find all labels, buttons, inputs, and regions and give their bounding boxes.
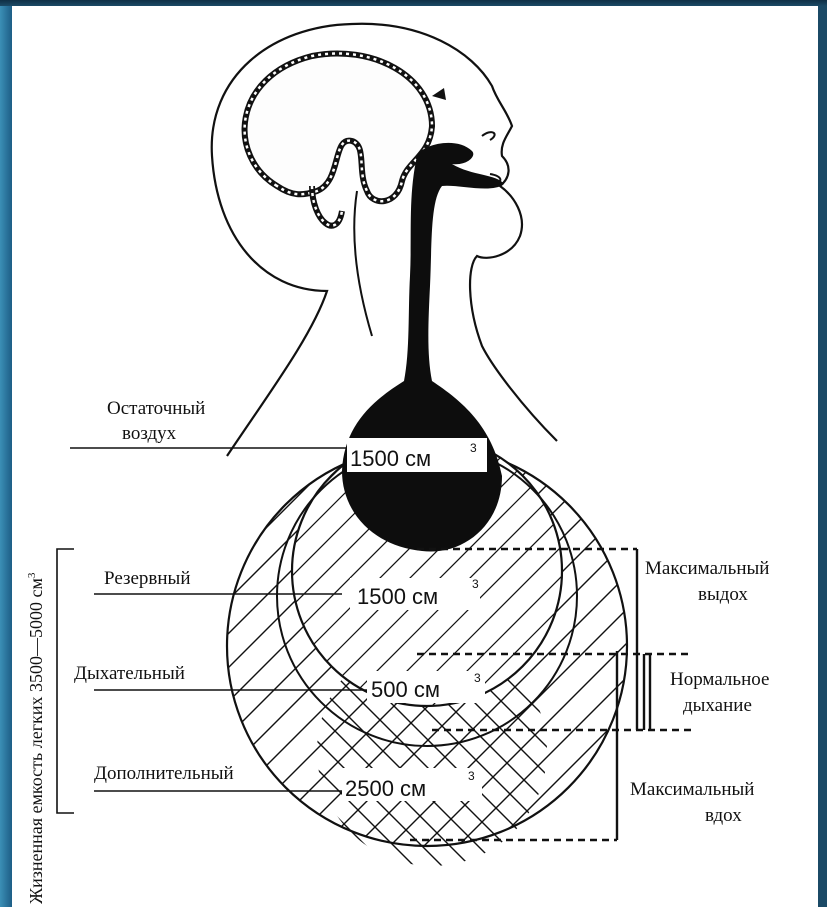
label-residual-line1: Остаточный bbox=[107, 398, 205, 419]
svg-text:3: 3 bbox=[474, 671, 481, 685]
label-max-inhale-1: Максимальный bbox=[630, 779, 754, 800]
value-residual: 1500 см 3 bbox=[347, 438, 487, 472]
hatch-line bbox=[817, 431, 818, 711]
label-max-inhale-2: вдох bbox=[705, 805, 742, 826]
hatch-line bbox=[754, 436, 818, 856]
label-additional: Дополнительный bbox=[94, 763, 234, 784]
nose-triangle-icon bbox=[432, 88, 446, 100]
hatch-line bbox=[594, 626, 818, 876]
svg-text:3: 3 bbox=[468, 769, 475, 783]
airway-residual-air bbox=[342, 143, 504, 552]
label-normal-1: Нормальное bbox=[670, 669, 769, 690]
hatch-line bbox=[787, 431, 818, 711]
label-residual-line2: воздух bbox=[122, 423, 177, 444]
value-tidal: 500 см 3 bbox=[367, 671, 485, 703]
label-tidal: Дыхательный bbox=[74, 663, 185, 684]
value-reserve: 1500 см 3 bbox=[350, 577, 480, 610]
hatch-line bbox=[762, 626, 818, 876]
svg-text:2500 см: 2500 см bbox=[345, 776, 426, 801]
vital-capacity-label: Жизненная емкость легких 3500—5000 см3 bbox=[26, 572, 46, 904]
label-reserve: Резервный bbox=[104, 568, 191, 589]
hatch-line bbox=[12, 436, 256, 856]
hatch-line bbox=[788, 436, 818, 856]
label-max-exhale-1: Максимальный bbox=[645, 558, 769, 579]
svg-text:1500 см: 1500 см bbox=[357, 584, 438, 609]
label-max-exhale-2: выдох bbox=[698, 584, 748, 605]
svg-text:500 см: 500 см bbox=[371, 677, 440, 702]
neck-line bbox=[354, 191, 372, 336]
hatch-line bbox=[706, 626, 818, 876]
hatch-line bbox=[622, 626, 818, 876]
hatch-line bbox=[678, 626, 818, 876]
svg-text:3: 3 bbox=[472, 577, 479, 591]
vital-capacity-bracket bbox=[57, 549, 74, 813]
svg-text:1500 см: 1500 см bbox=[350, 446, 431, 471]
hatch-line bbox=[790, 626, 818, 876]
diagram-panel: Остаточный воздух Резервный Дыхательный … bbox=[12, 6, 818, 907]
svg-text:3: 3 bbox=[470, 441, 477, 455]
label-normal-2: дыхание bbox=[683, 695, 752, 716]
hatch-line bbox=[734, 626, 818, 876]
lung-volumes-diagram: Остаточный воздух Резервный Дыхательный … bbox=[12, 6, 818, 907]
brain-icon bbox=[245, 53, 432, 225]
slide-frame-left bbox=[0, 0, 12, 907]
value-additional: 2500 см 3 bbox=[342, 768, 482, 801]
hatch-line bbox=[650, 626, 818, 876]
